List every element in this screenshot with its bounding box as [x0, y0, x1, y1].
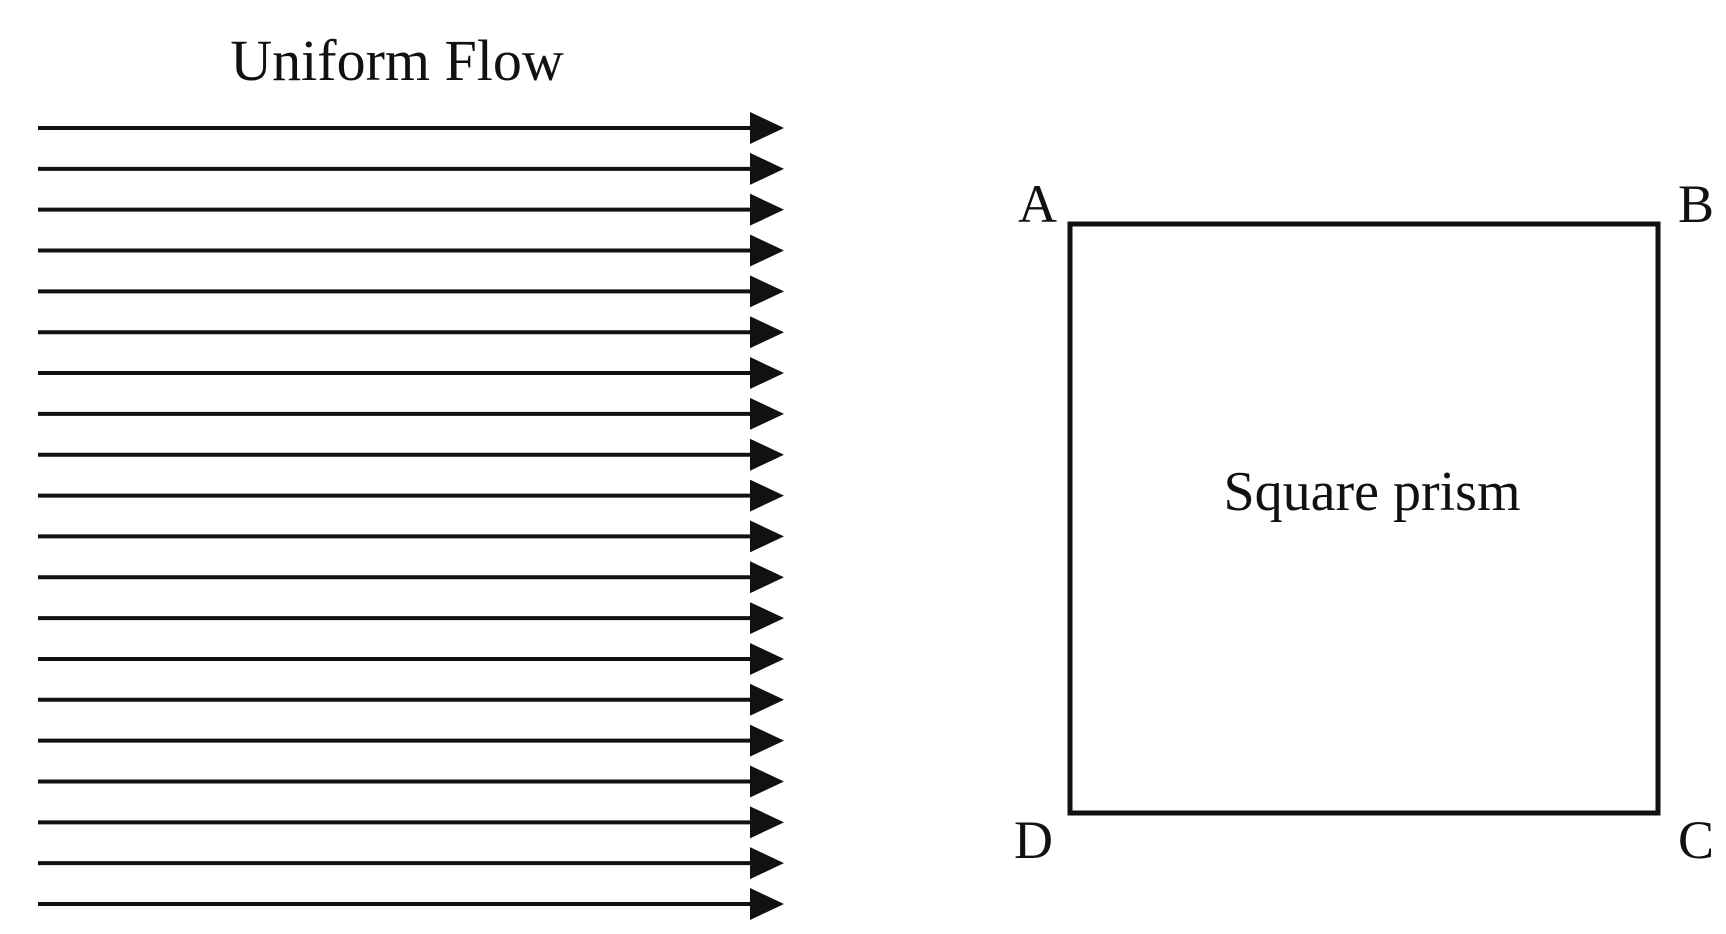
flow-arrow-head [750, 683, 784, 716]
flow-arrow-head [750, 765, 784, 798]
flow-arrow-head [750, 847, 784, 880]
flow-arrow-head [750, 642, 784, 675]
square-prism: Square prism [1067, 221, 1661, 816]
flow-arrow-head [750, 520, 784, 553]
prism-outline [1067, 221, 1661, 816]
flow-arrows [38, 112, 784, 920]
flow-arrow-head [750, 152, 784, 185]
corner-label-c: C [1678, 810, 1714, 870]
flow-arrow-head [750, 275, 784, 308]
flow-arrow-head [750, 397, 784, 430]
flow-arrow-head [750, 561, 784, 594]
flow-arrow-head [750, 112, 784, 144]
flow-arrow-head [750, 193, 784, 226]
flow-arrow-head [750, 357, 784, 390]
flow-arrow-head [750, 602, 784, 635]
flow-arrow-head [750, 438, 784, 471]
flow-title: Uniform Flow [230, 28, 564, 93]
prism-label: Square prism [1223, 461, 1520, 523]
corner-label-d: D [1014, 810, 1053, 870]
flow-arrow-head [750, 888, 784, 920]
flow-arrow-head [750, 806, 784, 839]
flow-arrow-head [750, 316, 784, 349]
corner-label-a: A [1018, 174, 1057, 234]
flow-arrow-head [750, 234, 784, 267]
corner-label-b: B [1678, 174, 1714, 234]
flow-arrow-head [750, 724, 784, 757]
flow-arrow-head [750, 479, 784, 512]
